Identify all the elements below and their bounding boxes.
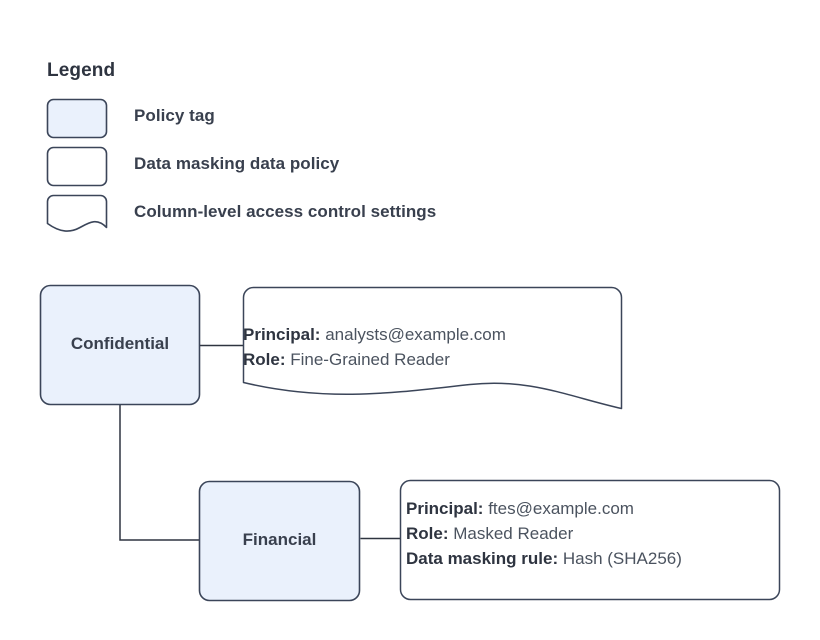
legend-title: Legend bbox=[47, 60, 116, 81]
annotation-key: Principal: bbox=[243, 325, 321, 344]
annotation-financial-data-masking-policy[interactable] bbox=[399, 479, 781, 601]
annotation-key: Data masking rule: bbox=[406, 549, 559, 568]
access-control-settings-swatch bbox=[46, 194, 108, 232]
legend-item-label-data-masking-policy: Data masking data policy bbox=[134, 154, 340, 173]
node-financial[interactable] bbox=[198, 480, 361, 602]
data-masking-policy-swatch bbox=[46, 146, 108, 187]
annotation-text-confidential-access-control: Principal: analysts@example.com Role: Fi… bbox=[243, 322, 506, 372]
policy-tag-swatch bbox=[46, 98, 108, 139]
annotation-row: Role: Masked Reader bbox=[406, 521, 682, 546]
edge-confidential-to-financial bbox=[119, 405, 200, 541]
annotation-value: analysts@example.com bbox=[325, 325, 506, 344]
annotation-value: ftes@example.com bbox=[488, 499, 634, 518]
annotation-key: Principal: bbox=[406, 499, 484, 518]
annotation-row: Principal: analysts@example.com bbox=[243, 322, 506, 347]
annotation-value: Fine-Grained Reader bbox=[290, 350, 450, 369]
annotation-row: Role: Fine-Grained Reader bbox=[243, 347, 506, 372]
annotation-value: Hash (SHA256) bbox=[562, 549, 682, 568]
annotation-confidential-access-control[interactable] bbox=[242, 286, 623, 410]
annotation-text-financial-data-masking-policy: Principal: ftes@example.com Role: Masked… bbox=[406, 496, 682, 571]
legend-item-label-access-control-settings: Column-level access control settings bbox=[134, 202, 437, 221]
node-confidential[interactable] bbox=[39, 284, 201, 406]
annotation-value: Masked Reader bbox=[453, 524, 574, 543]
node-label-confidential: Confidential bbox=[70, 334, 170, 353]
node-label-financial: Financial bbox=[242, 530, 317, 549]
annotation-row: Principal: ftes@example.com bbox=[406, 496, 682, 521]
annotation-row: Data masking rule: Hash (SHA256) bbox=[406, 546, 682, 571]
annotation-key: Role: bbox=[406, 524, 449, 543]
annotation-key: Role: bbox=[243, 350, 286, 369]
legend-item-label-policy-tag: Policy tag bbox=[134, 106, 215, 125]
